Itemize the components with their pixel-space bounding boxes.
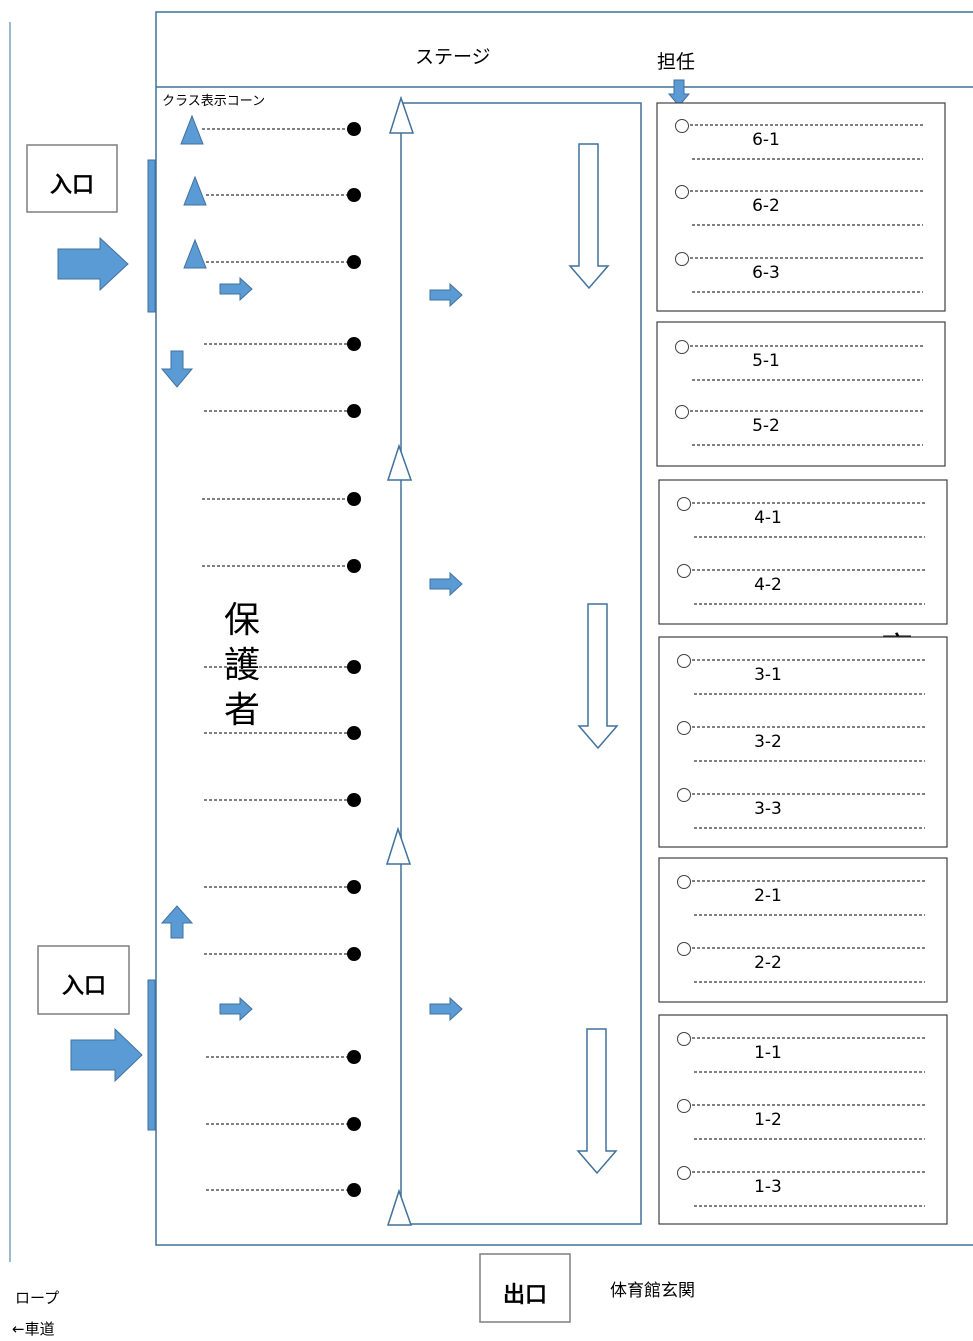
class-row-label: 1-2	[754, 1110, 782, 1130]
right-arrow-icon	[429, 283, 463, 307]
exit-label: 出口	[503, 1283, 547, 1308]
class-box	[658, 479, 948, 625]
parents-label-char: 護	[224, 645, 260, 686]
class-row-label: 2-2	[754, 953, 782, 973]
class-row-label: 2-1	[754, 886, 782, 906]
walkway-triangle-icon	[385, 826, 412, 865]
down-flow-arrow-icon	[160, 350, 194, 388]
walkway-triangles	[385, 95, 415, 1226]
gym-entrance-label: 体育館玄関	[610, 1281, 695, 1301]
parents-vertical-label: 保護者	[224, 600, 260, 731]
parent-seat-dot	[347, 255, 361, 269]
stage-label: ステージ	[415, 46, 491, 68]
class-row-label: 6-3	[752, 263, 780, 283]
walkway-triangle-icon	[386, 443, 413, 481]
parent-seat-dot	[347, 793, 361, 807]
teacher-seat-circle	[675, 252, 689, 266]
teacher-seat-circle	[677, 497, 691, 511]
right-arrow-icon	[429, 572, 463, 596]
class-cones	[180, 114, 207, 269]
teacher-seat-circle	[677, 875, 691, 889]
rope-label: ロープ	[15, 1289, 59, 1307]
parent-seat-dot	[347, 1183, 361, 1197]
class-cone-label: クラス表示コーン	[162, 94, 265, 109]
teacher-seat-circle	[677, 1032, 691, 1046]
entrance-bottom-arrow-icon	[70, 1027, 143, 1083]
exit-box	[479, 1253, 571, 1323]
class-row-label: 3-3	[754, 799, 782, 819]
cone-icon	[180, 114, 204, 145]
class-row-label: 5-1	[752, 351, 780, 371]
class-boxes: 6-1 6-2 6-3 5-1 5-2 4-1 4-2 3-1 3-2 3-3 2-1 2-2 1-1 1…	[656, 102, 948, 1225]
teacher-seat-circle	[677, 654, 691, 668]
class-box	[656, 321, 946, 467]
class-box	[658, 636, 948, 848]
teacher-seat-circle	[675, 185, 689, 199]
class-row-label: 6-1	[752, 130, 780, 150]
walkway-triangle-icon	[388, 95, 415, 134]
parent-seat-dot	[347, 404, 361, 418]
road-label: ←車道	[12, 1320, 55, 1338]
parents-label-char: 者	[224, 690, 260, 731]
parent-seat-dot	[347, 1050, 361, 1064]
teacher-arrow-icon	[667, 79, 691, 107]
entrance-top-arrow-icon	[57, 236, 129, 292]
flow-arrows	[160, 277, 463, 1021]
teacher-seat-circle	[675, 340, 689, 354]
right-arrow-icon	[219, 277, 253, 301]
parent-seat-dot	[347, 188, 361, 202]
class-row-label: 4-2	[754, 575, 782, 595]
entrance-top-box	[26, 144, 118, 213]
parents-label-char: 保	[224, 600, 260, 641]
parent-rows	[202, 122, 361, 1197]
teacher-seat-circle	[677, 788, 691, 802]
teacher-seat-circle	[677, 721, 691, 735]
entrance-top-label: 入口	[50, 173, 94, 198]
entrance-bottom-door	[147, 979, 156, 1131]
up-flow-arrow-icon	[160, 905, 194, 939]
class-box	[658, 857, 948, 1003]
parent-seat-dot	[347, 726, 361, 740]
teacher-seat-circle	[677, 564, 691, 578]
class-row-label: 1-3	[754, 1177, 782, 1197]
parent-seat-dot	[347, 947, 361, 961]
right-arrow-icon	[429, 997, 463, 1021]
parent-seat-dot	[347, 492, 361, 506]
parent-seat-dot	[347, 1117, 361, 1131]
cone-icon	[183, 238, 207, 269]
teacher-seat-circle	[677, 1166, 691, 1180]
class-box	[656, 102, 946, 312]
teacher-seat-circle	[677, 942, 691, 956]
parent-seat-dot	[347, 880, 361, 894]
class-row-label: 1-1	[754, 1043, 782, 1063]
teacher-seat-circle	[675, 119, 689, 133]
walkway-down-arrows	[568, 143, 619, 1175]
parent-seat-dot	[347, 337, 361, 351]
cone-icon	[183, 175, 207, 206]
class-box	[658, 1014, 948, 1225]
gym-outline	[155, 11, 973, 1246]
walkway-triangle-icon	[386, 1188, 413, 1226]
class-row-label: 5-2	[752, 416, 780, 436]
down-arrow-icon	[576, 1028, 618, 1175]
class-row-label: 4-1	[754, 508, 782, 528]
parent-seat-dot	[347, 559, 361, 573]
parent-seat-dot	[347, 122, 361, 136]
teacher-seat-circle	[677, 1099, 691, 1113]
class-row-label: 6-2	[752, 196, 780, 216]
entrance-bottom-box	[37, 945, 130, 1015]
entrance-top-door	[147, 159, 156, 313]
teacher-seat-circle	[675, 405, 689, 419]
class-row-label: 3-1	[754, 665, 782, 685]
class-row-label: 3-2	[754, 732, 782, 752]
teacher-label: 担任	[657, 51, 695, 73]
right-arrow-icon	[219, 997, 253, 1021]
down-arrow-icon	[577, 603, 619, 750]
down-arrow-icon	[568, 143, 610, 290]
parent-seat-dot	[347, 660, 361, 674]
entrance-bottom-label: 入口	[62, 974, 106, 999]
